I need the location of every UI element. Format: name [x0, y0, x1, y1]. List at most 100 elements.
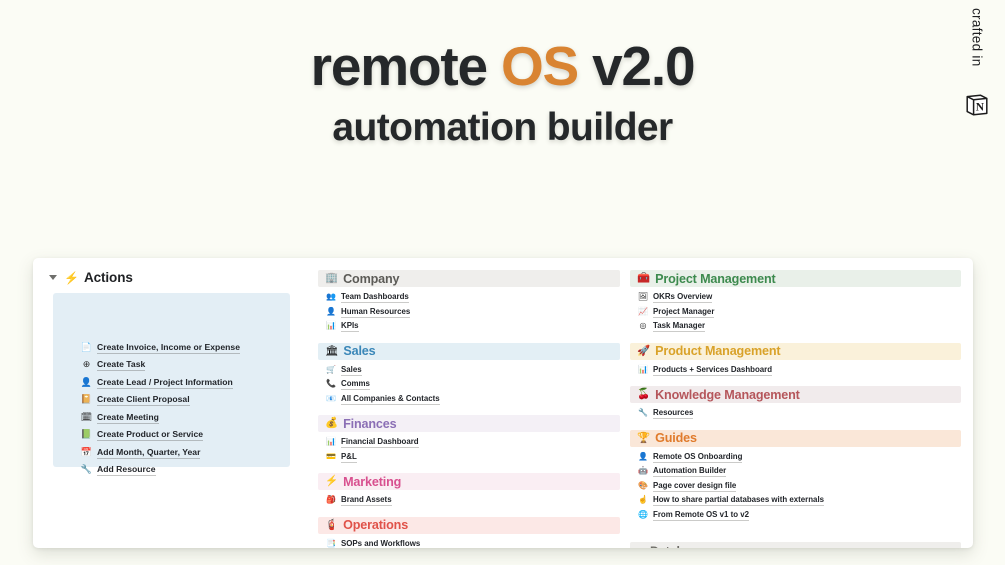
section-emoji-icon: 🍒 [637, 388, 651, 401]
list-item[interactable]: 📊KPIs [326, 319, 620, 334]
link-icon: 📊 [638, 364, 648, 374]
link-icon: 📧 [326, 393, 336, 403]
action-item[interactable]: 📔 Create Client Proposal [81, 392, 290, 409]
page-title: remote OS v2.0 [311, 35, 696, 97]
content-card: ⚡ Actions 📄Create Invoice, Income or Exp… [33, 258, 973, 548]
section-links: 👥Team Dashboards👤Human Resources📊KPIs [318, 287, 620, 334]
list-item[interactable]: 📞Comms [326, 377, 620, 392]
list-item[interactable]: ◎Task Manager [638, 319, 961, 334]
list-item[interactable]: 📈 Project Manager [638, 305, 961, 320]
list-item[interactable]: 📑 SOPs and Workflows [326, 537, 620, 549]
spacer [318, 334, 620, 341]
list-item[interactable]: 📊Products + Services Dashboard [638, 363, 961, 378]
action-item[interactable]: 📗Create Product or Service [81, 427, 290, 444]
list-item[interactable]: 👥Team Dashboards [326, 290, 620, 305]
link-label: Brand Assets [341, 495, 392, 507]
actions-list: 📄Create Invoice, Income or Expense⊕Creat… [81, 339, 290, 478]
spacer [630, 377, 961, 384]
chevron-down-icon[interactable] [49, 275, 57, 280]
actions-column: ⚡ Actions 📄Create Invoice, Income or Exp… [33, 270, 318, 548]
link-icon: 📞 [326, 379, 336, 389]
link-icon: 👤 [326, 306, 336, 316]
middle-column: 🏢Company👥Team Dashboards👤Human Resources… [318, 270, 630, 548]
section-emoji-icon: 🏢 [325, 272, 339, 285]
section-banner[interactable]: 🏆Guides [630, 429, 961, 447]
databases-toggle[interactable]: Databases [630, 542, 961, 548]
section-banner[interactable]: 🧯Operations [318, 516, 620, 534]
databases-section: Databases 🗃Databases [630, 542, 961, 548]
list-item[interactable]: 🎨Page cover design file [638, 479, 961, 494]
action-item[interactable]: 📅Add Month, Quarter, Year [81, 444, 290, 461]
section-company: 🏢Company👥Team Dashboards👤Human Resources… [318, 270, 620, 341]
link-label: Financial Dashboard [341, 437, 419, 449]
section-banner[interactable]: 🧰Project Management [630, 270, 961, 287]
action-label: Create Lead / Project Information [97, 376, 233, 389]
action-label: Create Invoice, Income or Expense [97, 341, 240, 354]
link-label: Team Dashboards [341, 292, 409, 304]
link-label: Sales [341, 364, 362, 376]
action-icon: 🗓 [80, 411, 93, 422]
action-item[interactable]: 📄Create Invoice, Income or Expense [81, 339, 290, 356]
action-item[interactable]: ⊕Create Task [81, 357, 290, 374]
link-icon: 📈 [638, 306, 648, 316]
spacer [630, 531, 961, 542]
spacer [318, 406, 620, 413]
list-item[interactable]: 🌐From Remote OS v1 to v2 [638, 508, 961, 523]
section-links: 📑 SOPs and Workflows [318, 534, 620, 549]
list-item[interactable]: 🔧Resources [638, 406, 961, 421]
section-links: 📊Products + Services Dashboard [630, 360, 961, 378]
link-label: P&L [341, 451, 357, 463]
list-item[interactable]: 👤Remote OS Onboarding [638, 450, 961, 465]
section-emoji-icon: ⚡ [325, 475, 339, 488]
section-title: Knowledge Management [655, 387, 800, 402]
list-item[interactable]: 👤Human Resources [326, 305, 620, 320]
right-column: 🧰Project Management 🖼OKRs Overview📈 Projec… [630, 270, 973, 548]
list-item[interactable]: 🤖Automation Builder [638, 464, 961, 479]
list-item[interactable]: 📧All Companies & Contacts [326, 392, 620, 407]
action-item[interactable]: 🔧Add Resource [81, 462, 290, 479]
action-label: Create Meeting [97, 411, 159, 424]
link-icon: 📊 [326, 321, 336, 331]
section-links: 🛒Sales📞Comms📧All Companies & Contacts [318, 360, 620, 407]
section-banner[interactable]: 💰Finances [318, 415, 620, 432]
section-banner[interactable]: 🏛Sales [318, 342, 620, 360]
section-links: 🖼OKRs Overview📈 Project Manager◎Task Mana… [630, 287, 961, 334]
list-item[interactable]: 💳P&L [326, 450, 620, 465]
link-icon: ☝ [638, 495, 648, 505]
action-item[interactable]: 👤Create Lead / Project Information [81, 374, 290, 391]
section-links: 🔧Resources [630, 403, 961, 421]
list-item[interactable]: 🎒Brand Assets [326, 493, 620, 508]
page-title-accent: OS [500, 35, 579, 97]
section-banner[interactable]: 🏢Company [318, 270, 620, 287]
link-label: OKRs Overview [653, 292, 713, 304]
link-icon: 📑 [326, 538, 336, 548]
action-icon: 📅 [80, 446, 93, 457]
link-label: SOPs and Workflows [341, 538, 421, 548]
notion-logo-icon: N [966, 94, 988, 116]
link-label: Project Manager [653, 306, 715, 318]
list-item[interactable]: 🛒Sales [326, 363, 620, 378]
lightning-icon: ⚡ [64, 270, 79, 285]
action-icon: 🔧 [80, 464, 93, 475]
section-operations: 🧯Operations 📑 SOPs and Workflows [318, 516, 620, 549]
actions-title: Actions [83, 270, 133, 285]
section-title: Sales [343, 344, 376, 358]
spacer [630, 522, 961, 529]
action-label: Create Client Proposal [97, 394, 190, 407]
action-item[interactable]: 🗓 Create Meeting [81, 409, 290, 426]
actions-toggle[interactable]: ⚡ Actions [43, 270, 314, 289]
action-label: Create Task [97, 359, 146, 372]
section-emoji-icon: 🚀 [637, 344, 651, 357]
link-icon: 👤 [638, 451, 648, 461]
action-icon: 📔 [80, 394, 93, 405]
list-item[interactable]: 📊Financial Dashboard [326, 435, 620, 450]
section-banner[interactable]: 🚀Product Management [630, 342, 961, 360]
svg-text:N: N [976, 102, 985, 114]
action-label: Create Product or Service [97, 429, 204, 442]
section-banner[interactable]: 🍒 Knowledge Management [630, 386, 961, 403]
section-title: Finances [343, 416, 397, 431]
section-marketing: ⚡Marketing 🎒Brand Assets [318, 473, 620, 515]
list-item[interactable]: 🖼OKRs Overview [638, 290, 961, 305]
section-banner[interactable]: ⚡Marketing [318, 473, 620, 490]
list-item[interactable]: ☝How to share partial databases with ext… [638, 493, 961, 508]
